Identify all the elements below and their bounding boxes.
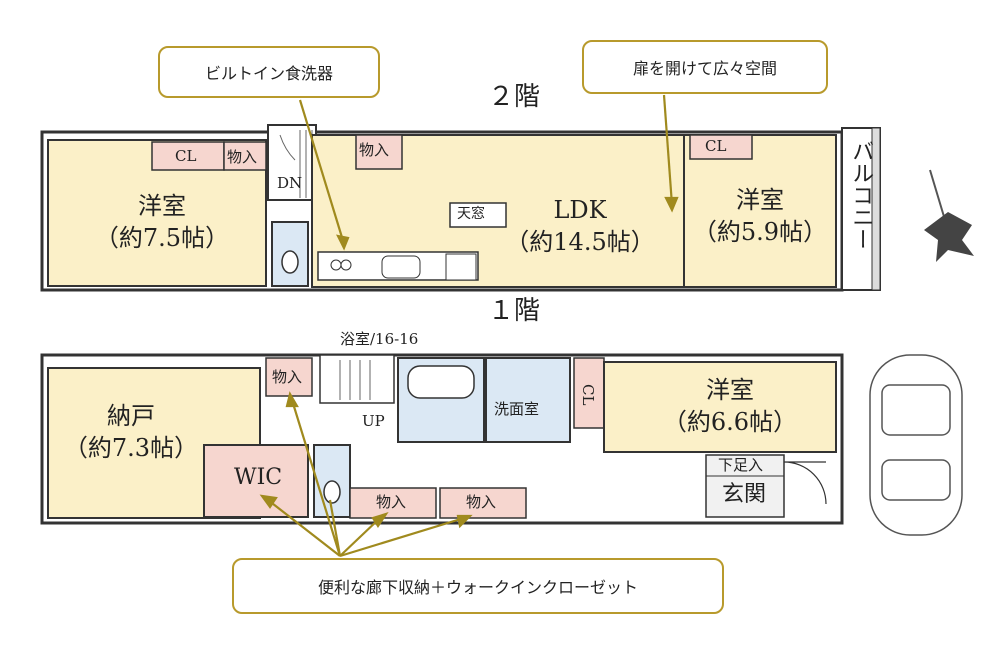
room-west-2f-size: （約7.5帖） [94,224,230,253]
label-bath: 浴室/16-16 [340,330,419,348]
car-icon [869,354,963,536]
skylight-frame [449,202,507,228]
room-east-1f-name: 洋室 [706,376,754,404]
label-shoe-storage: 下足入 [718,456,764,474]
callout-storage: 便利な廊下収納＋ウォークインクローゼット [232,558,724,614]
room-storeroom-size: （約7.3帖） [63,434,199,463]
label-cl-east: CL [705,137,727,155]
label-balcony: バルコニー [848,140,874,250]
label-cl-west: CL [175,147,197,165]
room-ldk-name: LDK [553,196,607,224]
floor-label-1f: １階 [488,296,541,326]
label-skylight: 天窓 [457,206,485,222]
stairs-2f [267,124,317,201]
room-west-2f-label: 洋室 （約7.5帖） [72,190,252,255]
room-storeroom-label: 納戸 （約7.3帖） [56,400,206,465]
room-wic [203,444,309,518]
floor-label-2f: ２階 [488,82,541,112]
callout-open-door: 扉を開けて広々空間 [582,40,828,94]
room-east-2f-name: 洋室 [736,186,784,214]
room-east-1f-size: （約6.6帖） [662,408,798,437]
callout-storage-text: 便利な廊下収納＋ウォークインクローゼット [317,578,638,597]
label-storage-hall1: 物入 [376,493,407,511]
room-east-1f [603,361,837,453]
washroom [485,357,571,443]
room-ldk-size: （約14.5帖） [505,228,655,257]
label-storage-nw: 物入 [272,368,303,386]
closet-cl-east [689,134,753,160]
room-ldk-label: LDK （約14.5帖） [480,194,680,259]
label-wic: WIC [234,465,283,490]
entrance-area [705,454,785,518]
callout-dishwasher: ビルトイン食洗器 [158,46,380,98]
closet-cl-1f [573,357,605,429]
callout-arrows [259,94,679,558]
callout-open-door-text: 扉を開けて広々空間 [632,59,777,78]
label-stairs-up: UP [362,412,385,430]
room-west-2f-name: 洋室 [138,192,186,220]
room-east-2f-size: （約5.9帖） [692,218,828,247]
label-storage-west: 物入 [227,148,258,166]
stairs-1f [319,354,395,404]
closet-storage-hall1 [349,487,437,519]
first-floor-plan [40,353,844,525]
callout-dishwasher-text: ビルトイン食洗器 [204,64,333,83]
label-washroom: 洗面室 [494,400,540,418]
label-storage-center: 物入 [359,141,390,159]
room-east-2f-label: 洋室 （約5.9帖） [688,184,832,249]
label-entrance: 玄関 [722,482,767,507]
room-east-1f-label: 洋室 （約6.6帖） [640,374,820,439]
label-cl-1f: CL [579,384,597,406]
label-stairs-down: DN [277,174,303,192]
room-storeroom-name: 納戸 [107,402,155,430]
closet-storage-hall2 [439,487,527,519]
room-east-2f [683,134,837,288]
closet-cl-west [151,141,225,171]
closet-storage-nw [265,357,313,397]
second-floor-plan [40,124,881,292]
closet-storage-center [355,134,403,170]
closet-storage-west [223,141,267,171]
compass-icon [924,169,974,262]
label-storage-hall2: 物入 [466,493,497,511]
